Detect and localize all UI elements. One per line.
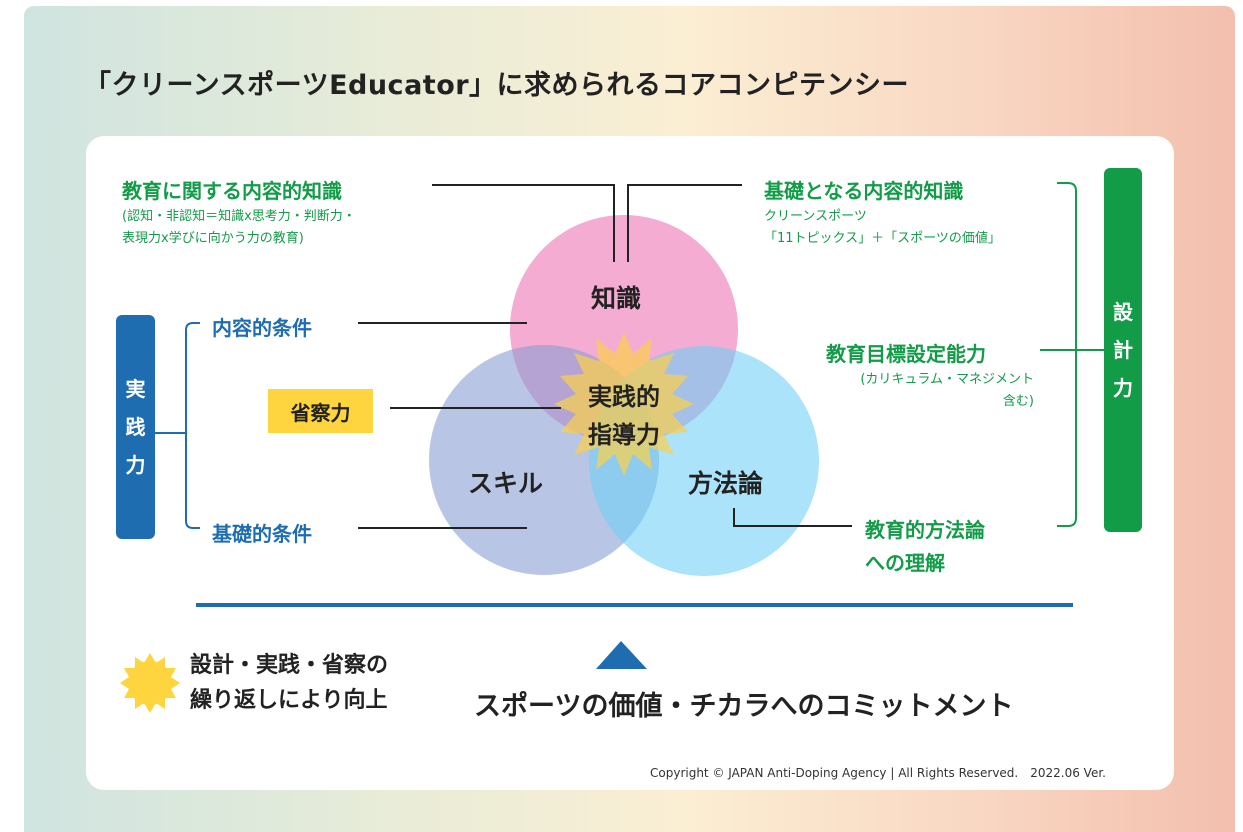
design-char-1: 設 — [1113, 300, 1133, 324]
commitment-text: スポーツの価値・チカラへのコミットメント — [474, 691, 1014, 722]
cycle-text-2: 繰り返しにより向上 — [190, 688, 388, 713]
reflection-badge: 省察力 — [268, 389, 373, 433]
practice-char-1: 実 — [125, 377, 146, 401]
design-char-2: 計 — [1113, 338, 1133, 362]
label-method: 方法論 — [688, 469, 764, 498]
content-condition: 内容的条件 — [212, 316, 312, 340]
label-skill: スキル — [468, 469, 544, 498]
left-top-sub-2: 表現力x学びに向かう力の教育) — [122, 231, 304, 246]
right-top-sub-1: クリーンスポーツ — [764, 209, 867, 224]
design-bar: 設 計 力 — [1104, 168, 1142, 532]
sun-icon — [120, 653, 180, 713]
right-bottom-line-1: 教育的方法論 — [865, 518, 985, 542]
label-knowledge: 知識 — [591, 284, 642, 313]
right-top-heading: 基礎となる内容的知識 — [764, 179, 964, 203]
page-title: 「クリーンスポーツEducator」に求められるコアコンピテンシー — [84, 70, 910, 101]
design-char-3: 力 — [1113, 376, 1133, 400]
copyright: Copyright © JAPAN Anti-Doping Agency | A… — [650, 766, 1106, 780]
center-line-2: 指導力 — [588, 421, 660, 449]
right-top-sub-2: 「11トピックス」＋「スポーツの価値」 — [764, 231, 1001, 246]
basic-condition: 基礎的条件 — [212, 522, 312, 546]
cycle-text-1: 設計・実践・省察の — [190, 653, 389, 678]
right-bottom-line-2: への理解 — [865, 551, 945, 575]
right-mid-heading: 教育目標設定能力 — [826, 342, 986, 366]
triangle-up-icon — [596, 641, 647, 669]
center-line-1: 実践的 — [588, 383, 660, 411]
right-mid-sub-1: (カリキュラム・マネジメント — [860, 372, 1034, 387]
practice-char-3: 力 — [125, 453, 146, 477]
right-mid-sub-2: 含む) — [1002, 394, 1034, 409]
practice-char-2: 践 — [125, 415, 146, 439]
label-practical-teaching: 実践的 指導力 — [574, 378, 674, 454]
center-sun-icon — [554, 332, 694, 476]
left-top-sub-1: (認知・非認知＝知識x思考力・判断力・ — [122, 209, 356, 224]
left-top-heading: 教育に関する内容的知識 — [122, 179, 342, 203]
practice-bar: 実 践 力 — [116, 315, 155, 539]
